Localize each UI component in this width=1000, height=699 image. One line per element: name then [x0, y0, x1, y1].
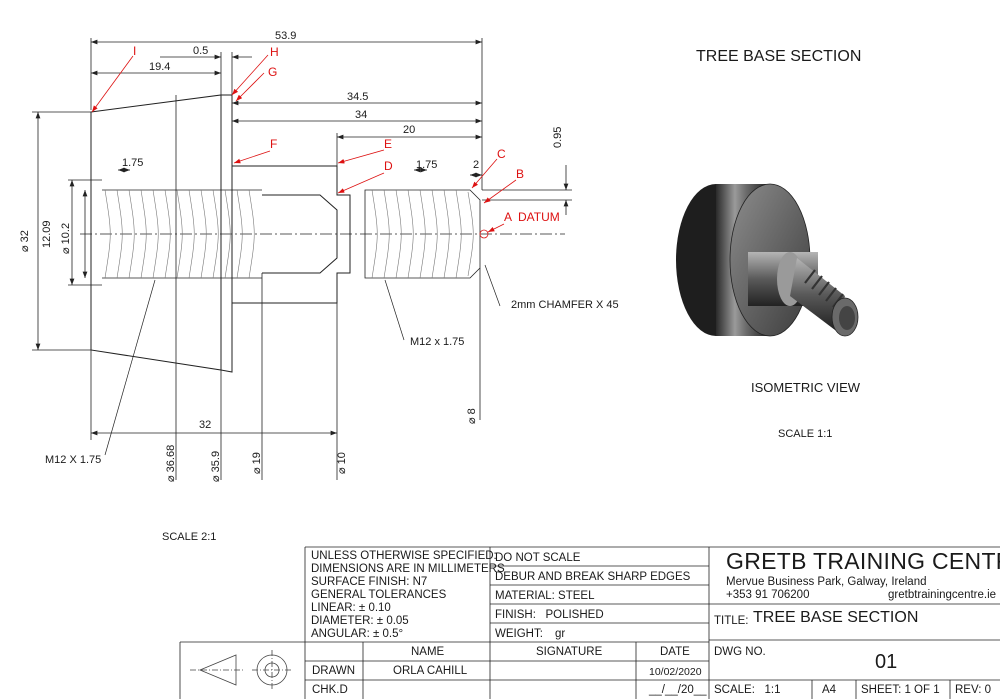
dim-dia-10-2: ⌀ 10.2	[60, 222, 72, 254]
thread-callout-left: M12 X 1.75	[45, 454, 102, 466]
drawn-date: 10/02/2020	[649, 666, 702, 678]
isometric-view-image	[676, 183, 859, 337]
dim-0-95: 0.95	[552, 126, 564, 148]
dim-32-bottom: 32	[199, 419, 212, 431]
dimension-lines	[32, 38, 572, 480]
dim-20: 20	[403, 124, 416, 136]
point-label-b: B	[516, 167, 525, 181]
company-phone: +353 91 706200	[726, 589, 810, 601]
isometric-scale-label: SCALE 1:1	[778, 428, 833, 440]
point-label-d: D	[384, 159, 393, 173]
dim-dia-8: ⌀ 8	[466, 408, 478, 424]
chkd-label: CHK.D	[312, 684, 348, 696]
point-label-i: I	[133, 44, 137, 58]
spec-line: UNLESS OTHERWISE SPECIFIED:	[311, 550, 497, 562]
drawn-name: ORLA CAHILL	[393, 665, 468, 677]
dim-12-09: 12.09	[41, 220, 53, 248]
dim-dia-36-68: ⌀ 36.68	[165, 444, 177, 482]
dim-19-4: 19.4	[149, 61, 171, 73]
thread-hatching	[104, 189, 474, 279]
weight-unit: gr	[555, 628, 566, 640]
company-address: Mervue Business Park, Galway, Ireland	[726, 576, 927, 588]
dim-dia-10: ⌀ 10	[336, 452, 348, 474]
drawn-label: DRAWN	[312, 665, 356, 677]
point-leaders	[91, 54, 517, 239]
debur-note: DEBUR AND BREAK SHARP EDGES	[495, 571, 691, 583]
dim-dia-19: ⌀ 19	[251, 452, 263, 474]
section-view-title: TREE BASE SECTION	[696, 48, 862, 65]
overall-length-dim: 53.9	[275, 30, 297, 42]
point-label-e: E	[384, 137, 393, 151]
isometric-view-title: ISOMETRIC VIEW	[751, 380, 861, 395]
spec-line: DIMENSIONS ARE IN MILLIMETERS	[311, 563, 505, 575]
leader-lines	[104, 264, 501, 456]
spec-line: SURFACE FINISH: N7	[311, 576, 428, 588]
finish-field: FINISH: POLISHED	[495, 609, 604, 621]
section-scale-label: SCALE 2:1	[162, 531, 217, 543]
dim-34-5: 34.5	[347, 91, 369, 103]
scale-field: SCALE: 1:1	[714, 684, 781, 696]
part-outline	[80, 94, 565, 373]
material-field: MATERIAL: STEEL	[495, 590, 595, 602]
dwg-no-label: DWG NO.	[714, 646, 766, 658]
spec-line: ANGULAR: ± 0.5°	[311, 628, 404, 640]
dim-34: 34	[355, 109, 368, 121]
spec-line: LINEAR: ± 0.10	[311, 602, 391, 614]
point-label-h: H	[270, 45, 279, 59]
dim-1-75-left: 1.75	[122, 157, 144, 169]
thread-callout-right: M12 x 1.75	[410, 336, 465, 348]
sheet-size: A4	[822, 684, 837, 696]
chamfer-callout: 2mm CHAMFER X 45	[511, 299, 619, 311]
dim-dia-35-9: ⌀ 35.9	[210, 450, 222, 482]
weight-label: WEIGHT:	[495, 628, 543, 640]
company-name: GRETB TRAINING CENTRE	[726, 548, 1000, 574]
point-label-c: C	[497, 147, 506, 161]
spec-line: DIAMETER: ± 0.05	[311, 615, 409, 627]
col-date-header: DATE	[660, 646, 690, 658]
title-label: TITLE:	[714, 615, 749, 627]
point-label-g: G	[268, 65, 278, 79]
general-spec-block: UNLESS OTHERWISE SPECIFIED: DIMENSIONS A…	[311, 550, 505, 641]
col-name-header: NAME	[411, 646, 445, 658]
col-signature-header: SIGNATURE	[536, 646, 603, 658]
chkd-date: __/__/20__	[649, 684, 707, 696]
dim-dia-32: ⌀ 32	[19, 230, 31, 252]
dim-1-75-right: 1.75	[416, 159, 438, 171]
dim-0-5: 0.5	[193, 45, 209, 57]
dwg-number: 01	[875, 651, 898, 673]
sheet-number: SHEET: 1 OF 1	[861, 684, 940, 696]
revision: REV: 0	[955, 684, 992, 696]
drawing-title: TREE BASE SECTION	[753, 609, 919, 626]
spec-line: GENERAL TOLERANCES	[311, 589, 447, 601]
point-label-f: F	[270, 137, 278, 151]
point-label-a: A DATUM	[504, 210, 560, 224]
do-not-scale-note: DO NOT SCALE	[495, 552, 581, 564]
company-website: gretbtrainingcentre.ie	[888, 589, 997, 601]
dim-2: 2	[473, 159, 480, 171]
